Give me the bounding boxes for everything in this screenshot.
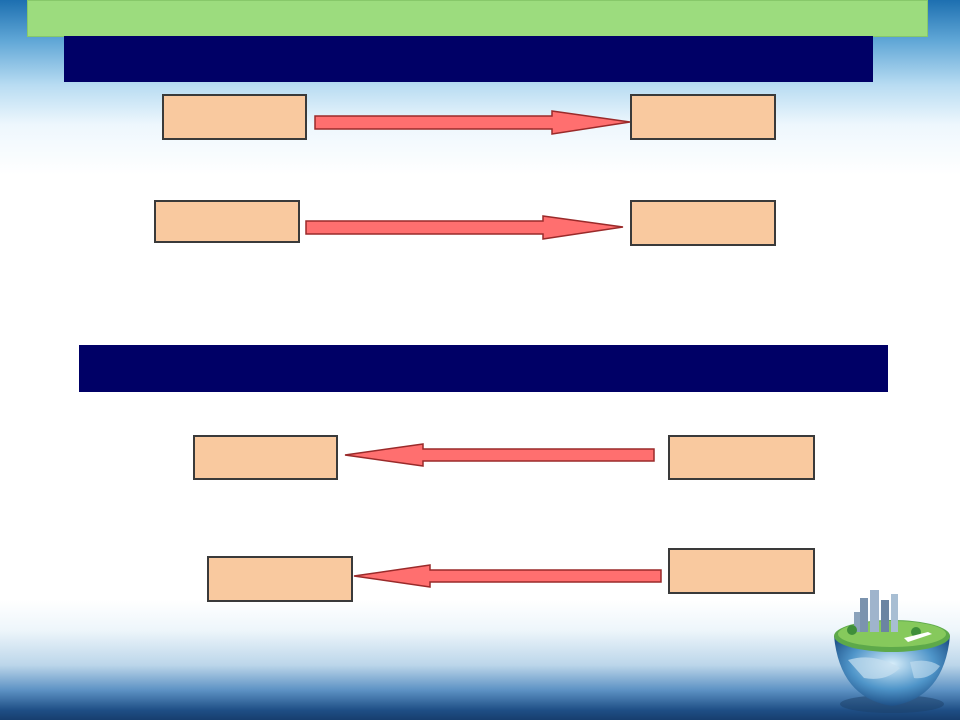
box-s2-r1-left	[193, 435, 338, 480]
arrow-right-s1-r1	[314, 110, 631, 135]
box-s1-r2-left	[154, 200, 300, 243]
arrow-left-s2-r1	[344, 443, 655, 467]
section-1-title	[64, 36, 873, 82]
header-strip	[27, 0, 928, 37]
arrow-right-s1-r2	[305, 215, 624, 240]
section-2-title	[79, 345, 888, 392]
box-s1-r2-right	[630, 200, 776, 246]
box-s1-r1-right	[630, 94, 776, 140]
box-s2-r1-right	[668, 435, 815, 480]
box-s2-r2-left	[207, 556, 353, 602]
arrow-left-s2-r2	[353, 564, 662, 588]
box-s2-r2-right	[668, 548, 815, 594]
globe-city-icon	[834, 590, 950, 713]
box-s1-r1-left	[162, 94, 307, 140]
